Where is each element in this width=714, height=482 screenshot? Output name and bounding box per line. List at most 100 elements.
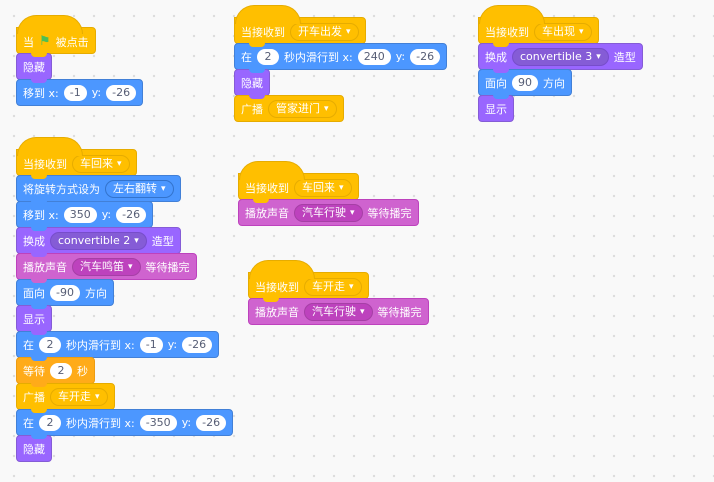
when-receive-block[interactable]: 当接收到 开车出发 [234, 5, 366, 47]
hide-block[interactable]: 隐藏 [16, 435, 52, 462]
when-receive-block[interactable]: 当接收到 车开走 [248, 260, 369, 302]
event-dropdown[interactable]: 车回来 [294, 178, 352, 197]
when-receive-block[interactable]: 当接收到 车回来 [16, 137, 137, 179]
costume-suffix-label: 造型 [151, 234, 174, 248]
show-label: 显示 [23, 312, 45, 326]
switch-label: 换成 [23, 234, 45, 248]
broadcast-label: 广播 [23, 390, 45, 404]
message-dropdown[interactable]: 车开走 [50, 387, 108, 406]
goto-xy-block[interactable]: 移到 x: 350 y: -26 [16, 201, 154, 231]
direction-input[interactable]: 90 [512, 74, 538, 91]
clicked-label: 被点击 [55, 35, 89, 49]
y-input[interactable]: -26 [196, 414, 227, 431]
when-receive-label: 当接收到 [485, 25, 529, 39]
event-dropdown[interactable]: 车回来 [72, 154, 130, 173]
play-sound-until-done-block[interactable]: 播放声音 汽车鸣笛 等待播完 [16, 253, 197, 283]
wait-secs-input[interactable]: 2 [50, 362, 72, 379]
glide-text-label: 秒内滑行到 x: [284, 50, 353, 64]
point-direction-block[interactable]: 面向 -90 方向 [16, 279, 114, 309]
x-input[interactable]: -350 [139, 414, 177, 431]
event-dropdown[interactable]: 开车出发 [290, 22, 359, 41]
x-input[interactable]: 240 [357, 48, 391, 65]
y-label: y: [395, 50, 406, 63]
when-receive-label: 当接收到 [23, 157, 67, 171]
y-input[interactable]: -26 [106, 84, 137, 101]
goto-xy-block[interactable]: 移到 x: -1 y: -26 [16, 79, 144, 106]
secs-input[interactable]: 2 [257, 48, 279, 65]
hide-label: 隐藏 [23, 442, 45, 456]
play-label: 播放声音 [23, 260, 67, 274]
glide-block[interactable]: 在 2 秒内滑行到 x: 240 y: -26 [234, 43, 448, 73]
script-start-driving: 当接收到 开车出发 在 2 秒内滑行到 x: 240 y: -26 隐藏 广播 … [234, 5, 448, 122]
glide-in-label: 在 [23, 416, 34, 430]
glide-text-label: 秒内滑行到 x: [66, 338, 135, 352]
glide-block-2[interactable]: 在 2 秒内滑行到 x: -350 y: -26 [16, 409, 234, 439]
direction-suffix-label: 方向 [543, 76, 565, 90]
when-receive-label: 当接收到 [255, 280, 299, 294]
hide-block[interactable]: 隐藏 [16, 53, 52, 83]
until-done-label: 等待播完 [367, 206, 412, 220]
rotation-label: 将旋转方式设为 [23, 182, 100, 196]
glide-in-label: 在 [23, 338, 34, 352]
sound-dropdown[interactable]: 汽车行驶 [294, 203, 363, 222]
message-dropdown[interactable]: 管家进门 [268, 99, 337, 118]
x-input[interactable]: -1 [139, 336, 163, 353]
switch-label: 换成 [485, 50, 507, 64]
switch-costume-block[interactable]: 换成 convertible 2 造型 [16, 227, 181, 257]
costume-suffix-label: 造型 [613, 50, 636, 64]
sound-dropdown[interactable]: 汽车行驶 [304, 302, 373, 321]
show-block[interactable]: 显示 [16, 305, 52, 335]
costume-dropdown[interactable]: convertible 3 [512, 47, 609, 66]
wait-label: 等待 [23, 364, 45, 378]
glide-block[interactable]: 在 2 秒内滑行到 x: -1 y: -26 [16, 331, 220, 361]
hide-block[interactable]: 隐藏 [234, 69, 270, 99]
y-input[interactable]: -26 [182, 336, 213, 353]
switch-costume-block[interactable]: 换成 convertible 3 造型 [478, 43, 643, 73]
secs-input[interactable]: 2 [39, 336, 61, 353]
goto-label: 移到 x: [23, 86, 59, 100]
costume-dropdown[interactable]: convertible 2 [50, 231, 147, 250]
show-label: 显示 [485, 102, 507, 116]
y-label: y: [167, 338, 178, 351]
y-input[interactable]: -26 [410, 48, 441, 65]
goto-label: 移到 x: [23, 208, 59, 222]
play-sound-until-done-block[interactable]: 播放声音 汽车行驶 等待播完 [238, 199, 419, 226]
secs-input[interactable]: 2 [39, 414, 61, 431]
when-receive-label: 当接收到 [245, 181, 289, 195]
when-label: 当 [23, 35, 34, 49]
direction-input[interactable]: -90 [50, 284, 80, 301]
when-receive-block[interactable]: 当接收到 车回来 [238, 161, 359, 203]
script-car-appear: 当接收到 车出现 换成 convertible 3 造型 面向 90 方向 显示 [478, 5, 643, 122]
y-label: y: [181, 416, 192, 429]
script-car-return-sound: 当接收到 车回来 播放声音 汽车行驶 等待播完 [238, 161, 419, 226]
script-green-flag: 当 ⚑ 被点击 隐藏 移到 x: -1 y: -26 [16, 15, 144, 106]
until-done-label: 等待播完 [145, 260, 190, 274]
hide-label: 隐藏 [241, 76, 263, 90]
wait-suffix-label: 秒 [77, 364, 88, 378]
point-label: 面向 [485, 76, 507, 90]
broadcast-block[interactable]: 广播 管家进门 [234, 95, 344, 122]
wait-block[interactable]: 等待 2 秒 [16, 357, 95, 387]
rotation-dropdown[interactable]: 左右翻转 [105, 179, 174, 198]
glide-in-label: 在 [241, 50, 252, 64]
y-input[interactable]: -26 [116, 206, 147, 223]
point-label: 面向 [23, 286, 45, 300]
play-label: 播放声音 [245, 206, 289, 220]
event-dropdown[interactable]: 车开走 [304, 277, 362, 296]
when-flag-clicked-block[interactable]: 当 ⚑ 被点击 [16, 15, 96, 57]
x-input[interactable]: -1 [63, 84, 87, 101]
sound-dropdown[interactable]: 汽车鸣笛 [72, 257, 141, 276]
when-receive-block[interactable]: 当接收到 车出现 [478, 5, 599, 47]
y-label: y: [91, 86, 102, 99]
play-label: 播放声音 [255, 305, 299, 319]
point-direction-block[interactable]: 面向 90 方向 [478, 69, 572, 99]
broadcast-block[interactable]: 广播 车开走 [16, 383, 115, 413]
script-car-leave-sound: 当接收到 车开走 播放声音 汽车行驶 等待播完 [248, 260, 429, 325]
x-input[interactable]: 350 [63, 206, 97, 223]
direction-suffix-label: 方向 [84, 286, 107, 300]
until-done-label: 等待播完 [377, 305, 422, 319]
event-dropdown[interactable]: 车出现 [534, 22, 592, 41]
set-rotation-style-block[interactable]: 将旋转方式设为 左右翻转 [16, 175, 181, 205]
play-sound-until-done-block[interactable]: 播放声音 汽车行驶 等待播完 [248, 298, 429, 325]
show-block[interactable]: 显示 [478, 95, 514, 122]
